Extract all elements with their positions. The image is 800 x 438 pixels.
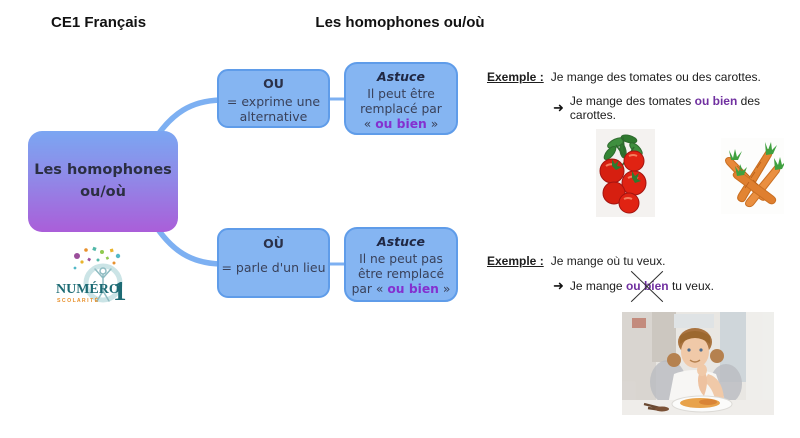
- page-title: Les homophones ou/où: [315, 14, 485, 31]
- logo-number-text: 1: [113, 276, 127, 306]
- astuce-ou-line2: remplacé par: [360, 102, 442, 116]
- tomato-calyx: [612, 159, 641, 183]
- example-ou-sentence-line: Exemple : Je mange des tomates ou des car…: [487, 70, 800, 84]
- example-ougrave-result-before: Je mange: [569, 279, 626, 293]
- astuce-ou-highlight: ou bien: [375, 117, 427, 131]
- node-ou-def-line1: = exprime une: [226, 94, 321, 109]
- example-block-ou: Exemple : Je mange des tomates ou des car…: [487, 70, 800, 122]
- example-ougrave-result-highlight-crossed: ou bien: [625, 279, 669, 293]
- astuce-ougrave-line1: Il ne peut pas: [359, 252, 443, 266]
- example-ou-result-before: Je mange des tomates: [569, 94, 695, 108]
- child-eating-photo: [622, 312, 774, 415]
- arrow-icon: ➜: [553, 278, 564, 293]
- root-node-line2: ou/où: [80, 183, 126, 200]
- node-ougrave-term: OÙ: [263, 236, 284, 251]
- tomato-fruits: [599, 150, 647, 214]
- astuce-ou-quote-open: «: [363, 117, 376, 131]
- example-ou-result-after: des carottes.: [569, 94, 760, 122]
- example-ou-result-highlight: ou bien: [694, 94, 738, 108]
- photo-table: [622, 395, 774, 415]
- tomato-leaves: [603, 134, 643, 170]
- astuce-ougrave-title: Astuce: [377, 234, 425, 249]
- example-ougrave-result-line: ➜ Je mange ou bien tu veux.: [487, 278, 800, 294]
- example-block-ougrave: Exemple : Je mange où tu veux. ➜ Je mange…: [487, 254, 800, 294]
- carrots-image: [721, 138, 784, 214]
- mindmap-root-node: Les homophones ou/où: [28, 131, 178, 232]
- course-label: CE1 Français: [51, 14, 147, 31]
- node-ougrave-definition: = parle d'un lieu: [219, 260, 328, 275]
- example-ou-sentence: Je mange des tomates ou des carottes.: [550, 70, 761, 84]
- astuce-ougrave-line2: être remplacé: [357, 267, 445, 281]
- astuce-ougrave-quote-close: »: [438, 282, 451, 296]
- astuce-ougrave-line3: par « ou bien »: [346, 282, 456, 297]
- arrow-icon: ➜: [553, 100, 564, 115]
- astuce-box-ougrave: Astuce Il ne peut pas être remplacé par …: [344, 227, 458, 302]
- carrot-lines: [736, 161, 762, 189]
- node-ou-definition: = exprime une alternative: [219, 94, 328, 124]
- example-ou-label: Exemple :: [487, 70, 544, 84]
- logo-ring-figure: [83, 263, 123, 303]
- numero1-scolarite-logo: NUMÉRO 1 S C O L A R I T É: [56, 246, 127, 306]
- astuce-ou-title: Astuce: [377, 69, 425, 84]
- astuce-ou-line1: Il peut être: [367, 87, 435, 101]
- example-ougrave-result-after: tu veux.: [668, 279, 714, 293]
- astuce-ougrave-quote-open: par «: [351, 282, 388, 296]
- node-ou-def-line2: alternative: [239, 109, 308, 124]
- tomatoes-image: [596, 129, 655, 217]
- example-ou-result: Je mange des tomates ou bien des carotte…: [570, 94, 800, 122]
- node-ou-term: OU: [263, 76, 284, 91]
- example-ougrave-sentence: Je mange où tu veux.: [550, 254, 666, 268]
- astuce-ougrave-highlight: ou bien: [387, 282, 439, 296]
- mindmap-node-ougrave: OÙ = parle d'un lieu: [217, 228, 330, 298]
- root-node-line1: Les homophones: [34, 162, 172, 179]
- carrot-roots: [725, 149, 781, 208]
- astuce-ou-quote-close: »: [426, 117, 439, 131]
- astuce-box-ou: Astuce Il peut être remplacé par « ou bi…: [344, 62, 458, 135]
- node-ougrave-def-line1: = parle d'un lieu: [221, 260, 326, 275]
- mindmap-node-ou: OU = exprime une alternative: [217, 69, 330, 128]
- example-ougrave-label: Exemple :: [487, 254, 544, 268]
- example-ougrave-sentence-line: Exemple : Je mange où tu veux.: [487, 254, 800, 268]
- logo-brand-text: NUMÉRO: [56, 280, 120, 297]
- logo-confetti: [73, 246, 121, 270]
- astuce-ou-line3: « ou bien »: [346, 117, 456, 132]
- example-ougrave-result: Je mange ou bien tu veux.: [570, 279, 714, 293]
- example-ou-result-line: ➜ Je mange des tomates ou bien des carot…: [487, 94, 800, 122]
- logo-subtitle-text: S C O L A R I T É: [57, 296, 99, 304]
